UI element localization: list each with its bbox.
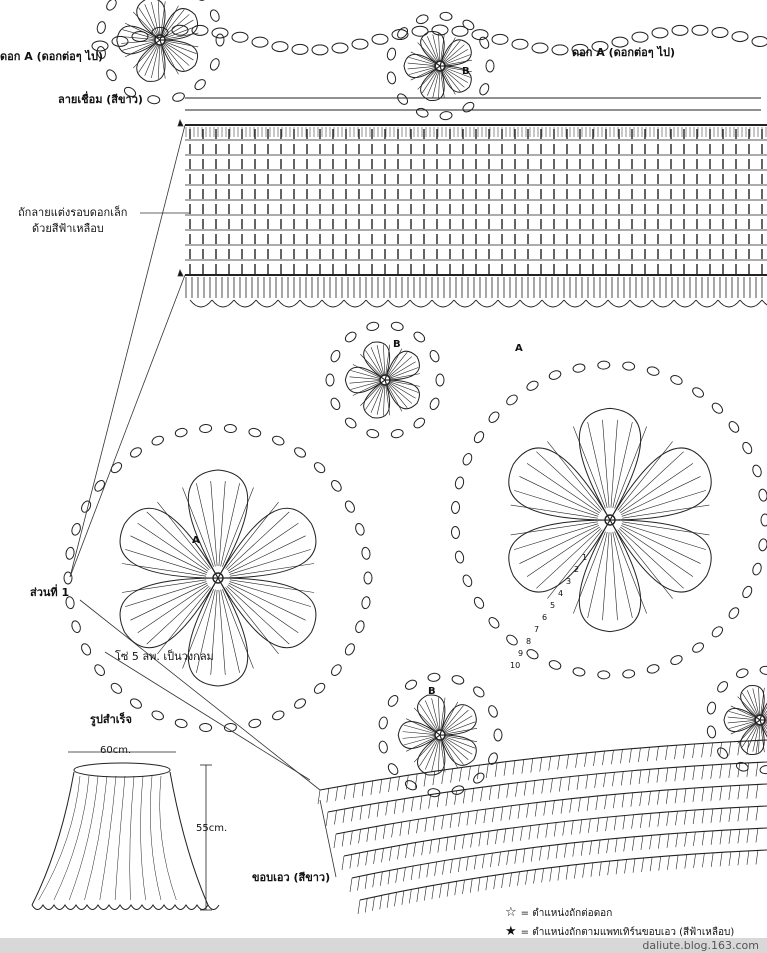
dimension-waist: 60cm. bbox=[100, 745, 132, 756]
label-motif-a-right: ดอก A (ดอกต่อๆ ไป) bbox=[572, 46, 676, 59]
label-part-one: ส่วนที่ 1 bbox=[30, 586, 70, 599]
marker-b-bottom: B bbox=[428, 686, 436, 697]
round-number: 6 bbox=[542, 613, 547, 622]
flower-b-top bbox=[325, 321, 445, 439]
round-number: 5 bbox=[550, 601, 555, 610]
label-motif-a-left: ดอก A (ดอกต่อๆ ไป) bbox=[0, 50, 104, 63]
watermark: daliute.blog.163.com bbox=[642, 939, 759, 952]
legend-item-waistband: ★= ตำแหน่งถักตามแพทเทิร์นขอบเอว (สีฟ้าเห… bbox=[505, 924, 735, 939]
marker-a-big: A bbox=[515, 343, 523, 354]
marker-a-left: A bbox=[192, 535, 200, 546]
filet-grid-band bbox=[185, 124, 767, 276]
round-number: 3 bbox=[566, 577, 571, 586]
marker-b-top: B bbox=[393, 339, 401, 350]
round-number: 4 bbox=[558, 589, 563, 598]
label-chain-ring: โซ่ 5 ลพ. เป็นวงกลม bbox=[115, 650, 214, 663]
legend-item-join: ☆= ตำแหน่งถักต่อดอก bbox=[505, 905, 613, 920]
leader-lines bbox=[69, 118, 337, 878]
label-finished-shape: รูปสำเร็จ bbox=[90, 713, 132, 726]
round-number: 8 bbox=[526, 637, 531, 646]
marker-b-header: B bbox=[462, 66, 470, 77]
stitch-fringe-band bbox=[185, 277, 767, 308]
flower-right-edge bbox=[706, 665, 767, 775]
round-number: 10 bbox=[510, 661, 520, 670]
label-edging-note-1: ถักลายแต่งรอบดอกเล็ก bbox=[18, 206, 128, 219]
round-number: 1 bbox=[582, 553, 587, 562]
flower-b-header bbox=[386, 11, 495, 121]
filled-star-icon: ★ bbox=[505, 924, 517, 939]
small-flower-motifs-b bbox=[96, 0, 503, 798]
label-join-pattern: ลายเชื่อม (สีขาว) bbox=[58, 93, 143, 106]
flower-top-left bbox=[96, 0, 225, 105]
round-number: 2 bbox=[574, 565, 579, 574]
flower-a-left bbox=[63, 423, 373, 733]
round-number: 9 bbox=[518, 649, 523, 658]
dimension-length: 55cm. bbox=[196, 823, 228, 834]
round-number: 7 bbox=[534, 625, 539, 634]
flower-a-large bbox=[450, 360, 767, 680]
outline-star-icon: ☆ bbox=[505, 905, 517, 920]
footer-bar bbox=[0, 938, 767, 953]
left-flower-motif-a bbox=[63, 423, 373, 733]
waistband-rows bbox=[317, 739, 767, 915]
finished-skirt-sketch bbox=[31, 751, 220, 911]
label-waistband: ขอบเอว (สีขาว) bbox=[252, 871, 331, 884]
flower-b-bottom bbox=[378, 672, 503, 798]
join-pattern-band bbox=[185, 97, 761, 111]
large-flower-motif-a bbox=[450, 360, 767, 680]
label-edging-note-2: ด้วยสีฟ้าเหลือบ bbox=[32, 222, 104, 235]
